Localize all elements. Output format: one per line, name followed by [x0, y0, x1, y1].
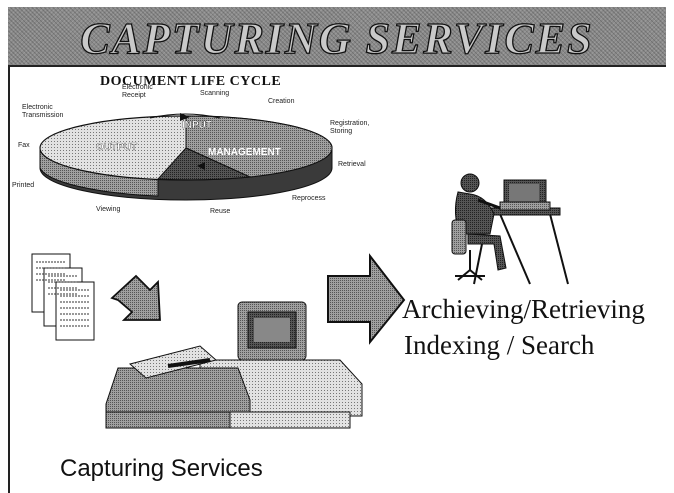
segment-management: MANAGEMENT	[208, 147, 281, 158]
label-fax: Fax	[18, 142, 30, 149]
segment-input: INPUT	[182, 120, 212, 131]
label-reuse: Reuse	[210, 208, 231, 215]
lifecycle-disk	[39, 113, 333, 201]
right-arrow-icon	[327, 253, 406, 345]
capturing-services-caption: Capturing Services	[60, 455, 263, 482]
label-viewing: Viewing	[96, 206, 121, 213]
title-banner: CAPTURING SERVICES	[8, 7, 666, 67]
label-electronic-receipt: Electronic Receipt	[122, 84, 153, 99]
person-at-computer-illustration	[451, 173, 569, 285]
label-creation: Creation	[268, 98, 295, 105]
left-border	[8, 65, 10, 493]
label-retrieval: Retrieval	[338, 161, 366, 168]
label-scanning: Scanning	[200, 90, 230, 97]
lifecycle-title: DOCUMENT LIFE CYCLE	[100, 74, 282, 89]
down-arrow-icon	[110, 274, 161, 321]
label-registration-storing: Registration, Storing	[330, 120, 370, 135]
label-printed: Printed	[12, 182, 35, 189]
indexing-label: Indexing / Search	[404, 330, 595, 360]
segment-output: OUTPUT	[96, 142, 137, 153]
document-stack-illustration	[31, 253, 95, 341]
label-reprocess: Reprocess	[292, 195, 326, 202]
scanner-workstation-illustration	[105, 301, 363, 429]
banner-title: CAPTURING SERVICES	[80, 13, 594, 63]
label-electronic-transmission: Electronic Transmission	[22, 104, 64, 119]
archiving-label: Archieving/Retrieving	[402, 294, 645, 324]
